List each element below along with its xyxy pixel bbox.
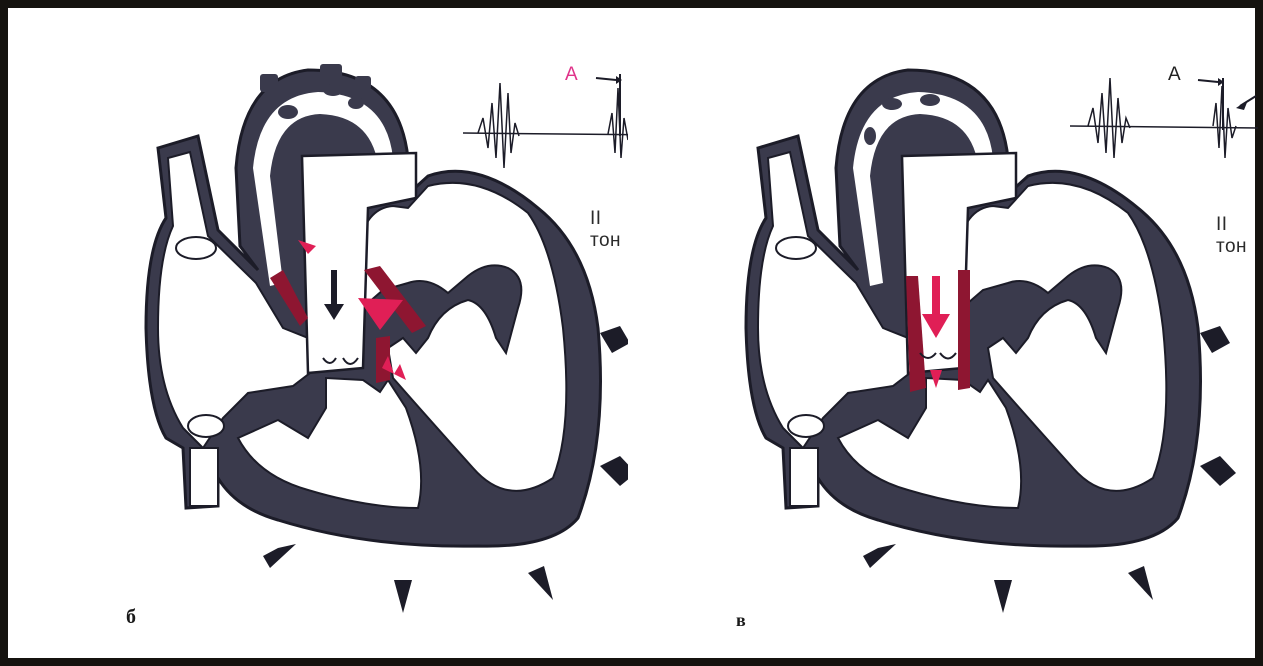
heart-diagram-b — [8, 8, 628, 658]
vessel-opening — [278, 105, 298, 119]
panel-v: в II тон A — [608, 8, 1228, 658]
vena-cava-opening — [776, 237, 816, 259]
vena-cava-opening — [188, 415, 224, 437]
aortic-wall-highlight — [958, 270, 970, 390]
vessel-opening — [323, 84, 343, 96]
timing-marker: A — [1168, 64, 1181, 86]
phonocardiogram-b — [463, 74, 628, 168]
panel-label: в — [736, 610, 746, 631]
vena-cava-opening — [176, 237, 216, 259]
inferior-vena-cava — [190, 448, 218, 506]
timing-marker: A — [565, 64, 578, 86]
sound-label: II тон — [1216, 214, 1247, 258]
heart-diagram-v — [608, 8, 1263, 658]
vessel-opening — [882, 98, 902, 110]
panel-b: б II тон A — [8, 8, 628, 658]
panel-label: б — [126, 606, 136, 629]
inferior-vena-cava — [790, 448, 818, 506]
vena-cava-opening — [788, 415, 824, 437]
phonocardiogram-v — [1070, 78, 1258, 158]
vessel-opening — [864, 127, 876, 145]
vessel-opening — [348, 97, 364, 109]
vessel-opening — [920, 94, 940, 106]
